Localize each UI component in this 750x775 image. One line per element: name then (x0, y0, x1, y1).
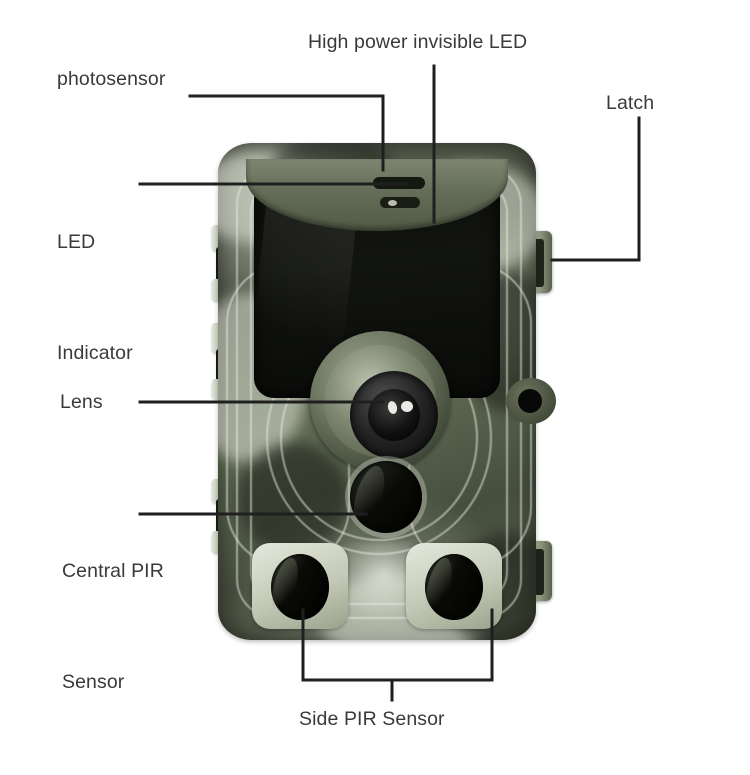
lens-highlight (386, 400, 399, 415)
label-lens: Lens (60, 391, 103, 413)
side-pir-sensor-left-part (252, 543, 348, 629)
mount-hole (506, 378, 556, 424)
trail-camera-illustration (212, 143, 556, 643)
label-led-indicator-line2: Indicator (57, 342, 133, 364)
label-central-pir-sensor: Central PIR Sensor (62, 479, 164, 775)
label-side-pir-sensor: Side PIR Sensor (299, 708, 445, 730)
lens-part (310, 331, 450, 471)
lens-highlight (401, 401, 413, 412)
latch-bottom-clip (534, 549, 544, 595)
label-led-indicator-line1: LED (57, 231, 96, 253)
label-central-pir-line1: Central PIR (62, 560, 164, 582)
label-led-indicator: LED Indicator (57, 150, 133, 446)
label-latch: Latch (606, 92, 655, 114)
central-pir-sensor-part (350, 461, 422, 533)
label-central-pir-line2: Sensor (62, 671, 125, 693)
camera-body-shell (218, 143, 536, 640)
side-pir-sensor-right-part (406, 543, 502, 629)
led-indicator-part (380, 197, 420, 208)
leader-latch (550, 116, 641, 262)
photosensor-part (373, 177, 425, 189)
diagram-canvas: photosensor High power invisible LED Lat… (0, 0, 750, 750)
label-high-power-invisible-led: High power invisible LED (308, 31, 528, 53)
lens-glass (368, 389, 420, 441)
lens-ring (324, 345, 438, 459)
latch-top-clip (534, 239, 544, 287)
side-pir-lens (271, 554, 329, 620)
label-photosensor: photosensor (57, 68, 166, 90)
lens-barrel (350, 371, 438, 459)
side-pir-lens (425, 554, 483, 620)
